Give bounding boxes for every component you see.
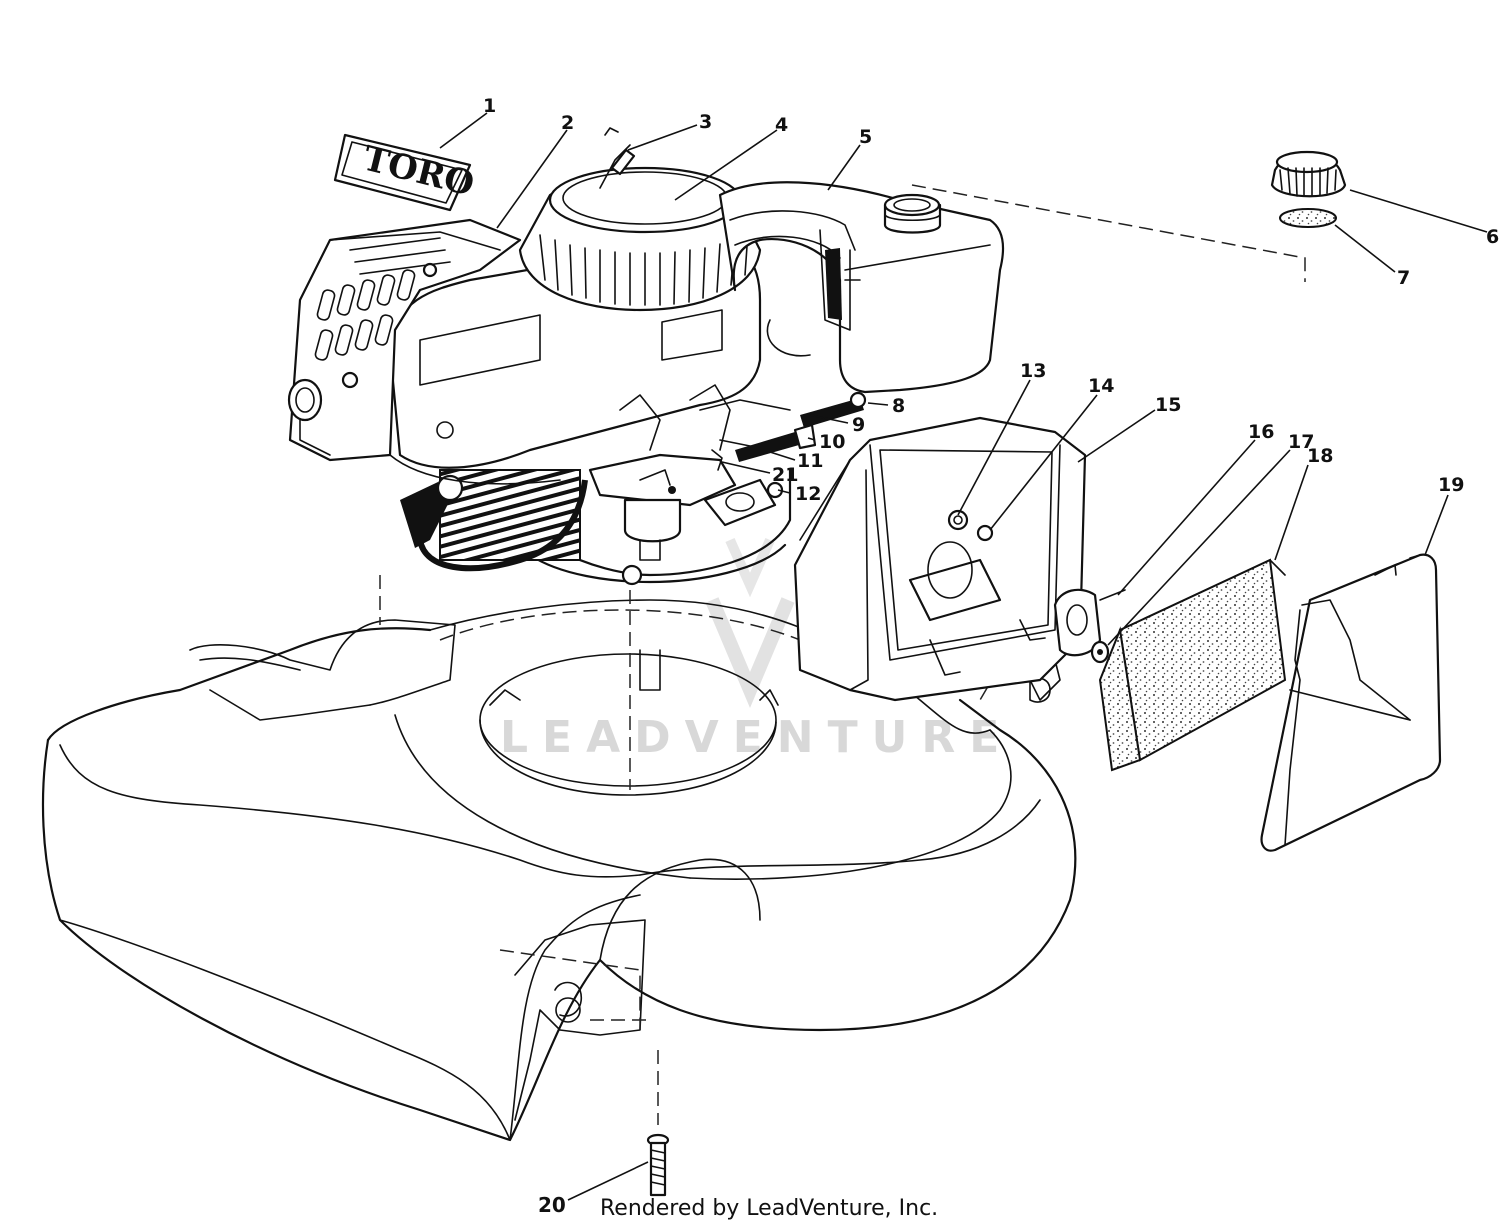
callout-10: 10 [819,431,845,453]
callout-11: 11 [797,450,823,472]
callout-17: 17 [1288,431,1314,453]
idle-screw-spring [800,398,864,428]
toro-decal: TORO [333,133,478,212]
main-screw-spring [735,432,799,462]
callout-6: 6 [1486,226,1499,248]
callout-2: 2 [561,112,574,134]
callout-labels: 1 2 3 4 5 6 7 8 9 10 11 12 13 14 15 16 1… [483,95,1499,1217]
intake-gasket [703,478,777,527]
callout-14: 14 [1088,375,1114,397]
callout-4: 4 [775,114,788,136]
foam-air-filter [1098,558,1287,772]
credit-line: Rendered by LeadVenture, Inc. [600,1196,938,1221]
spark-plug-boot [400,482,450,548]
deck-bolt [646,1133,670,1197]
air-cleaner-cover [1260,553,1442,852]
side-housing [288,218,522,462]
callout-8: 8 [892,395,905,417]
callout-12: 12 [795,483,821,505]
mixture-screws [711,391,867,471]
callout-7: 7 [1397,267,1410,289]
callout-5: 5 [859,126,872,148]
watermark: LEADVENTURE [500,537,1013,763]
callout-18: 18 [1307,445,1333,467]
cylinder-fins [439,469,581,561]
fuel-tank [718,181,1005,394]
callout-20: 20 [538,1193,566,1217]
mower-deck [41,575,1077,1142]
callout-3: 3 [699,111,712,133]
blade-ring [479,649,779,796]
callout-1: 1 [483,95,496,117]
carburetor [588,453,737,507]
cap-alignment-line [911,184,1306,282]
watermark-text: LEADVENTURE [500,712,1013,763]
callout-16: 16 [1248,421,1274,443]
callout-9: 9 [852,414,865,436]
filter-screw [1090,640,1110,664]
callout-19: 19 [1438,474,1464,496]
cable-fitting [599,127,636,189]
engine-assembly [287,166,792,586]
callout-15: 15 [1155,394,1181,416]
fuel-screen [1279,208,1337,228]
callout-21: 21 [772,464,798,486]
housing-vents [314,237,451,361]
callout-13: 13 [1020,360,1046,382]
air-cleaner-body [793,416,1087,702]
fuel-bowl [623,498,682,543]
spark-plug-wire [417,479,588,572]
fuel-cap [1270,150,1347,198]
leader-lines [439,112,1488,1201]
